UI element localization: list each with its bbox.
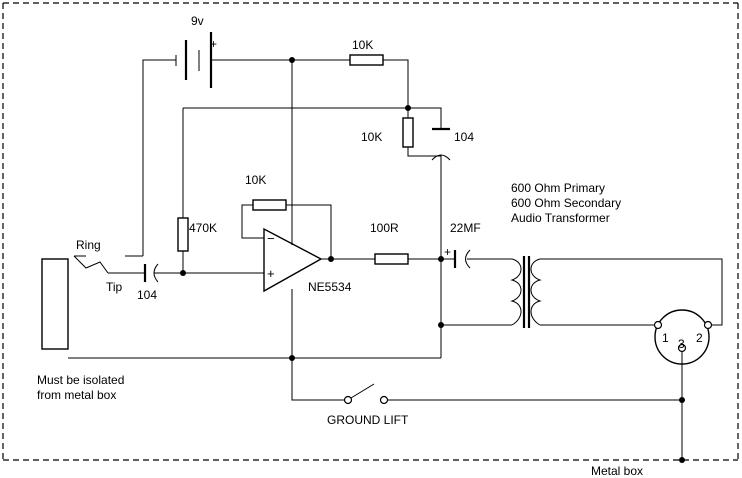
junction-dots [180, 57, 685, 463]
resistor-10k-top [349, 54, 384, 66]
metal-box-label: Metal box [591, 464, 643, 478]
isolated-note-line1: Must be isolated [37, 373, 124, 387]
opamp-minus-label: − [267, 231, 275, 246]
battery-voltage-label: 9v [191, 14, 204, 28]
resistor-470k-bias [177, 217, 189, 252]
audio-transformer [510, 256, 542, 328]
isolated-note-line2: from metal box [37, 388, 116, 402]
xlr-pin1-label: 1 [662, 331, 669, 345]
capacitor-bypass-label: 104 [454, 130, 474, 144]
tip-label: Tip [106, 280, 123, 294]
resistor-10k-top-label: 10K [352, 38, 373, 52]
opamp-model-label: NE5534 [308, 280, 352, 294]
capacitor-22mf-output [453, 249, 471, 269]
metal-box-outline [2, 2, 739, 461]
input-jack-body [41, 258, 69, 350]
resistor-100r-output [374, 253, 409, 265]
ring-label: Ring [76, 238, 101, 252]
capacitor-input-label: 104 [137, 288, 157, 302]
xlr-pin2-label: 2 [696, 331, 703, 345]
battery-plus-label: + [210, 37, 217, 51]
resistor-10k-divider-label: 10K [361, 130, 382, 144]
resistor-470k-label: 470K [189, 221, 217, 235]
resistor-10k-divider [402, 117, 414, 148]
opamp-plus-label: + [267, 266, 275, 281]
opamp-symbol [263, 227, 323, 293]
xlr-pin3-label: 3 [678, 337, 685, 351]
resistor-100r-label: 100R [370, 221, 399, 235]
capacitor-22mf-label: 22MF [450, 221, 481, 235]
capacitor-104-input [143, 263, 159, 283]
battery-symbol [175, 32, 213, 88]
transformer-label-line3: Audio Transformer [511, 211, 610, 225]
capacitor-104-bypass [431, 127, 451, 161]
transformer-label-line1: 600 Ohm Primary [511, 181, 605, 195]
resistor-10k-feedback-label: 10K [245, 173, 266, 187]
capacitor-22mf-plus-label: + [444, 245, 451, 259]
resistor-10k-feedback [252, 199, 287, 211]
xlr-connector [653, 309, 713, 365]
wires [68, 59, 723, 460]
ground-lift-label: GROUND LIFT [327, 413, 409, 427]
transformer-label-line2: 600 Ohm Secondary [511, 196, 621, 210]
ground-lift-switch[interactable] [343, 383, 389, 405]
